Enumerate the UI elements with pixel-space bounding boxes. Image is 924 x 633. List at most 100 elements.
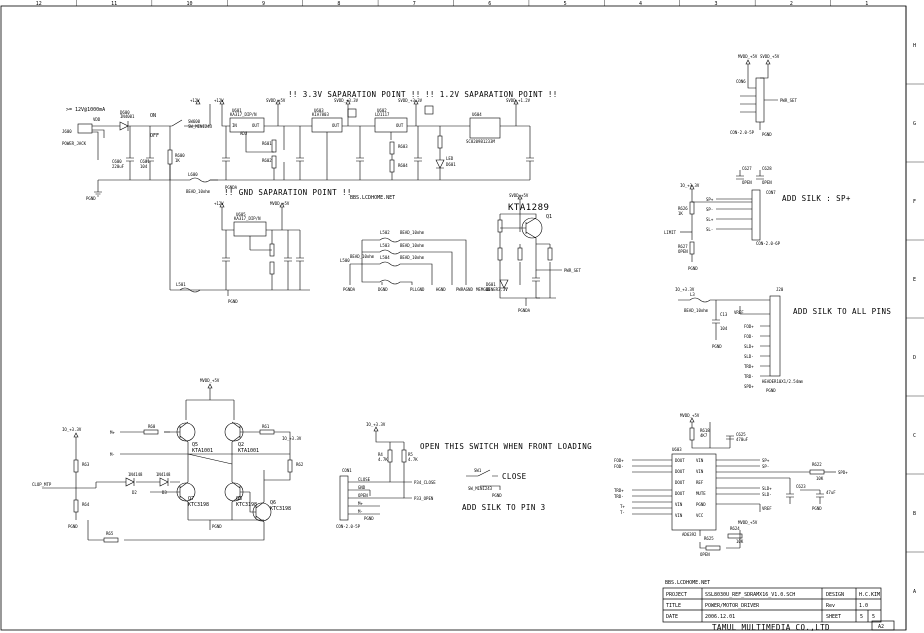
fs-sw-part: SW_MINI243 bbox=[468, 486, 493, 491]
con7-part: CON-2.0-6P bbox=[756, 241, 781, 246]
net-pwragnd: PWRAGND bbox=[456, 287, 473, 292]
sp-pin-spplus: SP+ bbox=[706, 197, 714, 202]
drv-spd: SPD+ bbox=[838, 470, 848, 475]
drv-part: AD6392 bbox=[682, 532, 697, 537]
resistor-r64 bbox=[73, 499, 79, 513]
d600-ref: D600 bbox=[120, 110, 130, 115]
con6-section: MVDD_+5V SVDD_+5V CON6 CON-2.0-5P PWR_SE… bbox=[730, 54, 797, 137]
u603-inner-pin: REF bbox=[696, 480, 704, 485]
bead-l504: L504 bbox=[380, 255, 390, 260]
mb-ctrl: CLOP_MTP bbox=[32, 482, 52, 487]
sw600-part: SW_MINI243 bbox=[188, 124, 213, 129]
mb-d2: D2 bbox=[132, 490, 137, 495]
jumper-block-a bbox=[347, 108, 357, 118]
drv-l-fodp: FOD+ bbox=[614, 458, 624, 463]
bead-label: BEAD_10ohm bbox=[186, 189, 211, 194]
sp-pgnd: PGND bbox=[688, 266, 698, 271]
u604-part: SC8209B1233M bbox=[466, 139, 495, 144]
q5-ref: Q5 bbox=[192, 442, 198, 448]
hdr-pin-6: TRD- bbox=[744, 374, 754, 379]
sp-limit-net: LIMIT bbox=[664, 230, 677, 235]
mb-r62: R62 bbox=[296, 462, 304, 467]
con6-ref: CON6 bbox=[736, 79, 746, 84]
q1-gnd: PGNDA bbox=[518, 308, 531, 313]
drv-r624: R624 bbox=[730, 526, 740, 531]
drv-c623: C623 bbox=[796, 484, 806, 489]
silk-sp-note: ADD SILK : SP+ bbox=[782, 194, 851, 203]
jumper-block-b bbox=[424, 105, 434, 115]
p12v-label-b: +12V bbox=[214, 98, 224, 103]
header-j20-body bbox=[769, 295, 781, 377]
tb-date-label: DATE bbox=[666, 614, 678, 620]
tb-design-label: DESIGN bbox=[826, 592, 844, 598]
input-rating-note: >= 12V@1000mA bbox=[66, 107, 105, 113]
fs-pgnd2: PGND bbox=[492, 493, 502, 498]
r626-ref: R626 bbox=[678, 206, 688, 211]
drv-l-tp: T+ bbox=[620, 504, 625, 509]
net-pllgnd: PLLGND bbox=[410, 287, 425, 292]
fs-net-open: P33_OPEN bbox=[414, 496, 434, 501]
diode-d600-symbol bbox=[119, 121, 129, 131]
u603-inner-pin: DOUT bbox=[675, 480, 685, 485]
header-j20-section: IO_+3.3V L3 BEAD_10ohm C13 104 VREF PGND… bbox=[675, 287, 891, 393]
mb-r61: R61 bbox=[262, 424, 270, 429]
capacitor-c601-symbol bbox=[146, 126, 154, 180]
net-hgnd: HGND bbox=[436, 287, 446, 292]
drv-r618: R618 bbox=[700, 428, 710, 433]
drv-c625: C625 bbox=[736, 432, 746, 437]
con6-net: PWR_SET bbox=[780, 98, 797, 103]
u604-body bbox=[469, 117, 501, 139]
p12v-label-a: +12V bbox=[190, 98, 200, 103]
u601-body bbox=[229, 117, 265, 133]
c600-ref: C600 bbox=[112, 159, 122, 164]
resistor-r63 bbox=[73, 459, 79, 473]
q1-section: SVDD_+5V KTA1289 Q1 PWR_SET D601 ZENER3.… bbox=[486, 193, 581, 313]
drv-r618-val: 4K7 bbox=[700, 433, 708, 438]
q2-part: KTA1001 bbox=[238, 448, 259, 454]
resistor-r5 bbox=[401, 449, 407, 463]
tb-sheet-of: 5 bbox=[872, 614, 875, 620]
drv-ref: U603 bbox=[672, 447, 682, 452]
drv-r625: R625 bbox=[704, 536, 714, 541]
led-label: LED bbox=[446, 156, 454, 161]
mb-mminus: M- bbox=[110, 452, 115, 457]
sp-pin-slminus: SL- bbox=[706, 227, 713, 232]
c628-ref: C628 bbox=[762, 166, 772, 171]
q2-ref: Q2 bbox=[238, 442, 244, 448]
u602-part: LD1117 bbox=[375, 112, 390, 117]
vdd-label: VDD bbox=[93, 117, 101, 122]
d600-part: IN4001 bbox=[120, 114, 135, 119]
p12v-label-c: +12V bbox=[214, 201, 224, 206]
hdr-pin-2: FOD- bbox=[744, 334, 754, 339]
column-label: 8 bbox=[337, 1, 340, 7]
hdr-pin-3: SLD+ bbox=[744, 344, 754, 349]
c627-open: OPEN bbox=[742, 180, 752, 185]
resistor-r601-symbol bbox=[271, 139, 277, 153]
fs-pin-open: OPEN bbox=[358, 493, 368, 498]
r600-val: 1K bbox=[175, 158, 180, 163]
silk-all-note: ADD SILK TO ALL PINS bbox=[793, 307, 891, 316]
q3-ref: Q3 bbox=[236, 496, 242, 502]
pgnd-label: PGND bbox=[86, 196, 96, 201]
jack-ref: J600 bbox=[62, 129, 72, 134]
tb-project: SSL8030U_REF_SDRAMX16_V1.0.SCH bbox=[705, 592, 795, 598]
hdr-pgnd: PGND bbox=[712, 344, 722, 349]
drv-open: OPEN bbox=[700, 552, 710, 557]
zener-ref: D601 bbox=[486, 282, 496, 287]
fs-pin-mplus: M+ bbox=[358, 501, 363, 506]
power-input-section: >= 12V@1000mA J600 POWER_JACK VDD D600 I… bbox=[62, 98, 218, 201]
tb-sheet-label: SHEET bbox=[826, 614, 841, 620]
switch-off-label: OFF bbox=[150, 133, 159, 139]
fs-r4-val: 4.7K bbox=[378, 457, 388, 462]
motor-bridge-section: MVDD_+5V Q5 KTA1001 Q2 KTA1001 Q7 KTC319… bbox=[32, 378, 304, 543]
u601-adj: ADJ bbox=[240, 131, 247, 136]
svdd33-label-b: SVDD_+3.3V bbox=[398, 98, 423, 103]
hdr-io33: IO_+3.3V bbox=[675, 287, 695, 292]
tb-title-label: TITLE bbox=[666, 603, 681, 609]
column-label: 1 bbox=[865, 1, 868, 7]
mb-d-part-b: 1N4148 bbox=[156, 472, 171, 477]
column-label: 9 bbox=[262, 1, 265, 7]
